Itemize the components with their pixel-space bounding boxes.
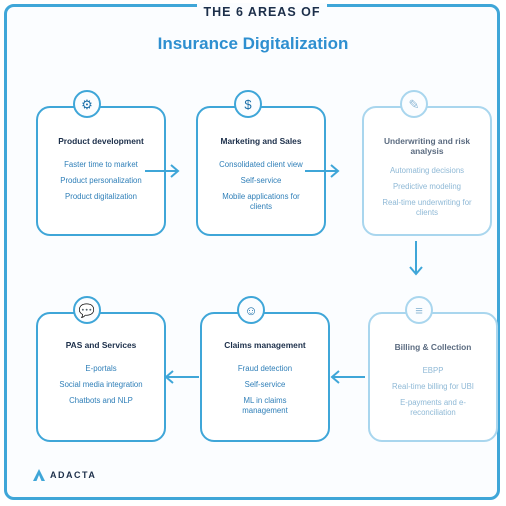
arrow-down [409,241,423,276]
page-title: Insurance Digitalization [157,34,349,53]
brand-logo: ADACTA [32,468,96,482]
card-item: Automating decisions [389,166,465,175]
brand-name: ADACTA [50,470,97,480]
adacta-logo-icon [33,469,45,481]
card-item: Real-time underwriting for clients [382,198,472,217]
person-headset-icon: ☺ [237,296,265,324]
card-billing-and-collection: Billing & Collection EBPP Real-time bill… [368,312,498,442]
card-item: Real-time billing for UBI [392,382,474,391]
arrow-left-2 [164,370,199,384]
coins-icon: ≡ [405,296,433,324]
gear-in-circle-icon: ⚙ [73,90,101,118]
card-pas-and-services: PAS and Services E-portals Social media … [36,312,166,442]
card-item: EBPP [422,366,444,375]
card-item: Fraud detection [237,364,293,373]
card-item: Self-service [244,380,286,389]
arrow-right-2 [305,164,340,178]
card-item: Predictive modeling [392,182,462,191]
card-item: Faster time to market [64,160,138,169]
card-item: Mobile applications for clients [222,192,300,211]
card-item: Consolidated client view [219,160,303,169]
card-item: E-portals [85,364,117,373]
card-item: Product personalization [60,176,142,185]
arrow-left-1 [330,370,365,384]
card-item: E-payments and e-reconciliation [400,398,466,417]
card-item: Self-service [240,176,282,185]
money-icon: $ [234,90,262,118]
card-item: Product digitalization [65,192,137,201]
card-item: ML in claims management [242,396,288,415]
card-item: Chatbots and NLP [69,396,133,405]
kicker-text: THE 6 AREAS OF [203,5,321,19]
arrow-right-1 [145,164,180,178]
kicker-banner: THE 6 AREAS OF [197,3,327,19]
card-claims-management: Claims management Fraud detection Self-s… [200,312,330,442]
document-pen-icon: ✎ [400,90,428,118]
card-title: PAS and Services [65,340,137,350]
card-underwriting: Underwriting and risk analysis Automatin… [362,106,492,236]
card-title: Billing & Collection [394,342,472,352]
card-item: Social media integration [59,380,143,389]
card-title: Marketing and Sales [220,136,302,146]
card-title: Product development [58,136,144,146]
card-title: Claims management [224,340,306,350]
card-title: Underwriting and risk analysis [383,136,471,156]
chat-bubbles-icon: 💬 [73,296,101,324]
